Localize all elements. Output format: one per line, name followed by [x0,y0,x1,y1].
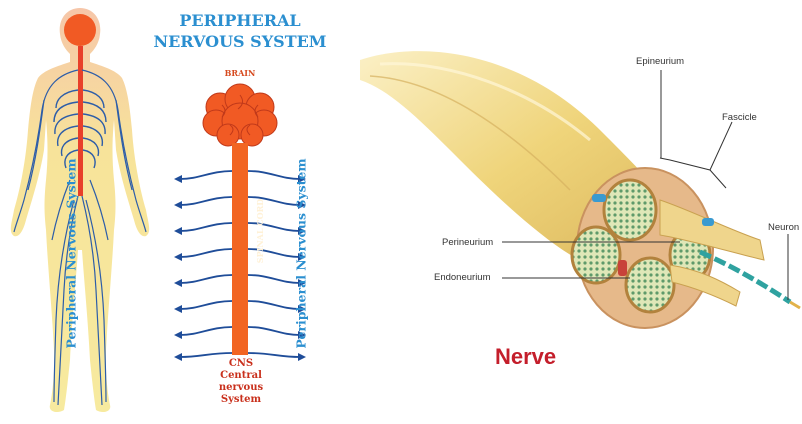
nerve-illustration [360,20,802,340]
cns-label: CNS Central nervous System [196,358,286,406]
cns-line4: System [196,394,286,406]
schematic-spinal-cord [232,143,248,355]
human-body-illustration [0,0,160,424]
fascicle-label: Fascicle [722,112,757,123]
pns-right-label: Peripheral Nervous System [294,149,309,359]
neuron-label: Neuron [768,222,799,233]
perineurium-label: Perineurium [442,237,493,248]
nerve-title: Nerve [495,344,556,370]
pns-title-line2: NERVOUS SYSTEM [150,31,330,52]
cns-line1: CNS [196,358,286,370]
endoneurium-label: Endoneurium [434,272,491,283]
figure-brain [64,14,96,46]
blood-vessel-red [618,260,627,276]
spinal-cord-label: SPINAL CORD [255,191,265,271]
pns-title: PERIPHERAL NERVOUS SYSTEM [150,10,330,52]
figure-spinal-cord [78,46,83,196]
cns-line2: Central [196,370,286,382]
blood-vessel-blue-1 [592,194,606,202]
blood-vessel-blue-2 [702,218,714,226]
epineurium-label: Epineurium [636,56,684,67]
pns-left-label: Peripheral Nervous System [64,149,79,359]
schematic-brain [203,84,277,146]
cns-line3: nervous [196,382,286,394]
pns-title-line1: PERIPHERAL [150,10,330,31]
